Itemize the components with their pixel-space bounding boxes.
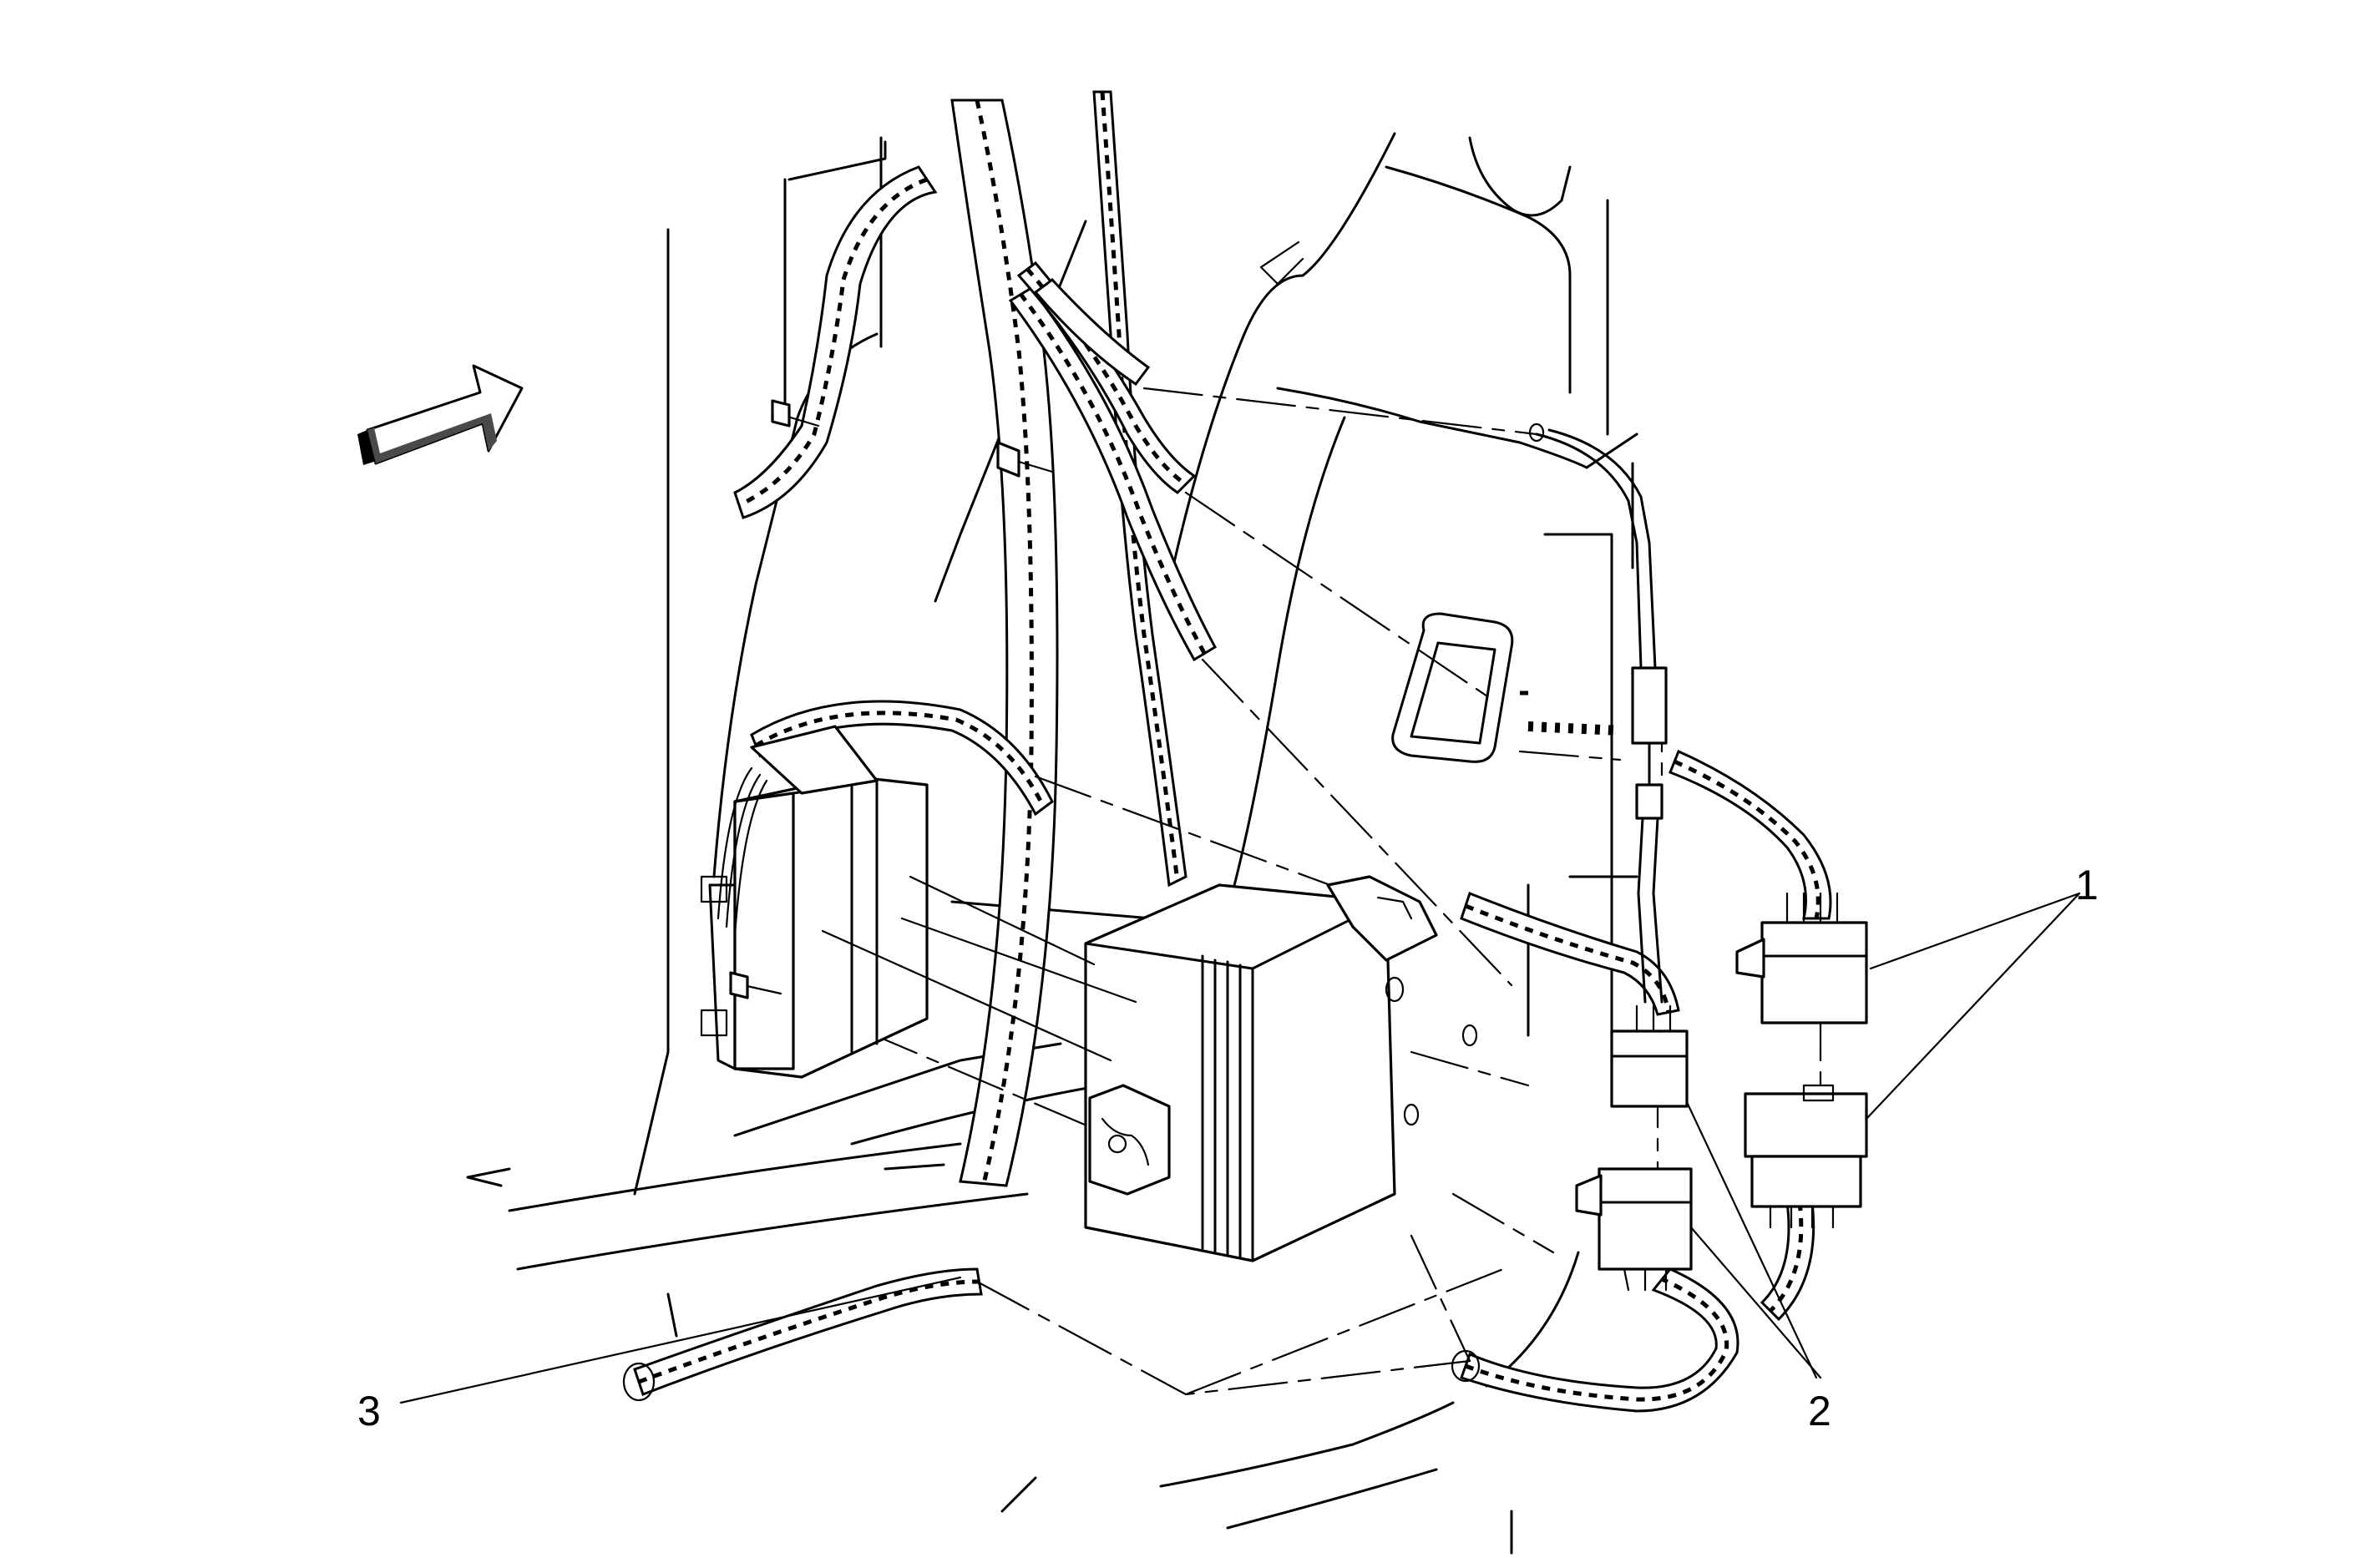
connector-1-lower	[1744, 1084, 1868, 1229]
callout-leaders	[399, 892, 2081, 1404]
callout-2: 2	[1808, 1388, 1831, 1434]
connector-group-1	[1735, 892, 1868, 1229]
connector-2-lower	[1575, 1167, 1693, 1292]
control-module	[1084, 875, 1478, 1262]
stud-center	[996, 441, 1054, 478]
rear-module-assembly	[700, 399, 1054, 1079]
stud-lower-left	[729, 971, 782, 999]
antenna-cable	[1528, 422, 1668, 1004]
leader-lines	[821, 875, 1137, 1062]
connector-group-2	[1575, 1004, 1693, 1292]
connector-2-upper	[1610, 1004, 1689, 1108]
callout-3: 3	[357, 1388, 381, 1434]
connector-1-upper	[1735, 892, 1868, 1024]
view-direction-arrow	[357, 364, 524, 465]
wire-harnesses	[622, 90, 1832, 1413]
alignment-lines	[775, 387, 1822, 1396]
stud-upper-left	[771, 399, 820, 427]
callout-1: 1	[2075, 862, 2099, 908]
